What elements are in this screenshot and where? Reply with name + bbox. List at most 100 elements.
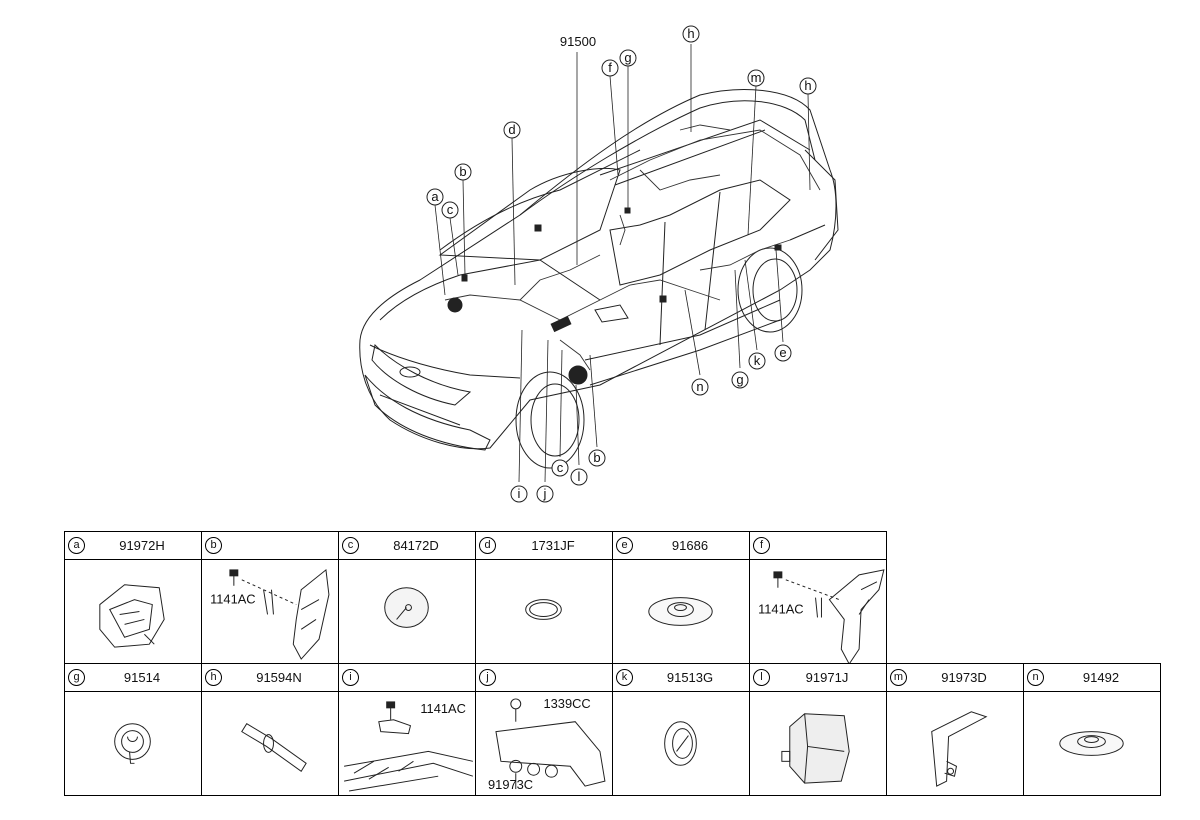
part-cell-header: n 91492 xyxy=(1024,664,1160,692)
part-illustration: 1141AC xyxy=(339,692,475,795)
part-cell-n: n 91492 xyxy=(1023,663,1161,796)
part-letter: i xyxy=(342,669,359,686)
part-cell-header: e 91686 xyxy=(613,532,749,560)
part-illustration: 1339CC 91973C xyxy=(476,692,612,795)
part-cell-header: f xyxy=(750,532,886,560)
part-illustration xyxy=(339,560,475,663)
part-letter: n xyxy=(1027,669,1044,686)
part-cell-header: l 91971J xyxy=(750,664,886,692)
part-number: 91972H xyxy=(119,538,165,553)
part-letter: b xyxy=(205,537,222,554)
part-number: 84172D xyxy=(393,538,439,553)
wiring-harness xyxy=(444,124,821,371)
callout-c: c xyxy=(441,201,459,219)
part-cell-header: a 91972H xyxy=(65,532,201,560)
part-letter: a xyxy=(68,537,85,554)
callout-n: n xyxy=(691,378,709,396)
part-number: 91594N xyxy=(256,670,302,685)
svg-text:m: m xyxy=(751,70,762,85)
sub-part-number: 1339CC xyxy=(544,696,591,711)
part-cell-b: b 1141AC xyxy=(201,531,339,664)
callout-b: b xyxy=(588,449,606,467)
part-illustration xyxy=(613,692,749,795)
callout-h: h xyxy=(799,77,817,95)
svg-text:e: e xyxy=(779,345,786,360)
part-number: 1731JF xyxy=(531,538,575,553)
part-letter: l xyxy=(753,669,770,686)
part-illustration: 1141AC xyxy=(202,560,338,663)
svg-text:f: f xyxy=(608,60,612,75)
front-wheel xyxy=(515,371,585,469)
part-illustration xyxy=(613,560,749,663)
callout-h: h xyxy=(682,25,700,43)
callout-f: f xyxy=(601,59,619,77)
sub-part-number: 91973C xyxy=(488,777,533,792)
part-cell-d: d 1731JF xyxy=(475,531,613,664)
callout-g: g xyxy=(619,49,637,67)
part-letter: m xyxy=(890,669,907,686)
svg-text:h: h xyxy=(687,26,694,41)
callout-a: a xyxy=(426,188,444,206)
callout-k: k xyxy=(748,352,766,370)
svg-text:b: b xyxy=(459,164,466,179)
callout-d: d xyxy=(503,121,521,139)
svg-text:i: i xyxy=(518,486,521,501)
svg-text:g: g xyxy=(624,50,631,65)
grommet-l xyxy=(568,365,588,385)
svg-text:n: n xyxy=(696,379,703,394)
part-cell-header: c 84172D xyxy=(339,532,475,560)
callout-c: c xyxy=(551,459,569,477)
part-cell-m: m 91973D xyxy=(886,663,1024,796)
part-number: 91971J xyxy=(805,670,849,685)
part-number: 91686 xyxy=(671,538,709,553)
callout-i: i xyxy=(510,485,528,503)
part-number: 91513G xyxy=(666,670,714,685)
part-illustration xyxy=(65,692,201,795)
part-cell-k: k 91513G xyxy=(612,663,750,796)
part-letter: c xyxy=(342,537,359,554)
front-grille xyxy=(371,343,472,406)
svg-text:d: d xyxy=(508,122,515,137)
callout-g: g xyxy=(731,371,749,389)
part-cell-header: d 1731JF xyxy=(476,532,612,560)
part-number: 91492 xyxy=(1082,670,1120,685)
part-cell-a: a 91972H xyxy=(64,531,202,664)
part-cell-j: j 1339CC 91973C xyxy=(475,663,613,796)
part-letter: j xyxy=(479,669,496,686)
part-letter: k xyxy=(616,669,633,686)
part-illustration xyxy=(476,560,612,663)
part-cell-header: m 91973D xyxy=(887,664,1023,692)
horn-a xyxy=(447,297,463,313)
car-body-outline xyxy=(359,89,837,450)
side-mirror xyxy=(594,304,629,323)
main-part-number: 91500 xyxy=(560,34,596,49)
rear-wheel xyxy=(737,247,803,333)
part-cell-header: b xyxy=(202,532,338,560)
svg-text:j: j xyxy=(543,486,547,501)
part-illustration xyxy=(65,560,201,663)
sub-part-number: 1141AC xyxy=(420,701,466,716)
part-letter: g xyxy=(68,669,85,686)
part-letter: d xyxy=(479,537,496,554)
svg-text:a: a xyxy=(431,189,439,204)
svg-text:b: b xyxy=(593,450,600,465)
part-cell-header: j xyxy=(476,664,612,692)
part-illustration: 1141AC xyxy=(750,560,886,663)
part-cell-e: e 91686 xyxy=(612,531,750,664)
part-number: 91973D xyxy=(941,670,987,685)
callout-j: j xyxy=(536,485,554,503)
junction-block xyxy=(550,315,572,333)
svg-text:l: l xyxy=(578,469,581,484)
svg-text:k: k xyxy=(754,353,761,368)
part-letter: e xyxy=(616,537,633,554)
part-cell-c: c 84172D xyxy=(338,531,476,664)
sub-part-number: 1141AC xyxy=(210,592,256,607)
svg-text:c: c xyxy=(447,202,454,217)
callout-m: m xyxy=(747,69,765,87)
